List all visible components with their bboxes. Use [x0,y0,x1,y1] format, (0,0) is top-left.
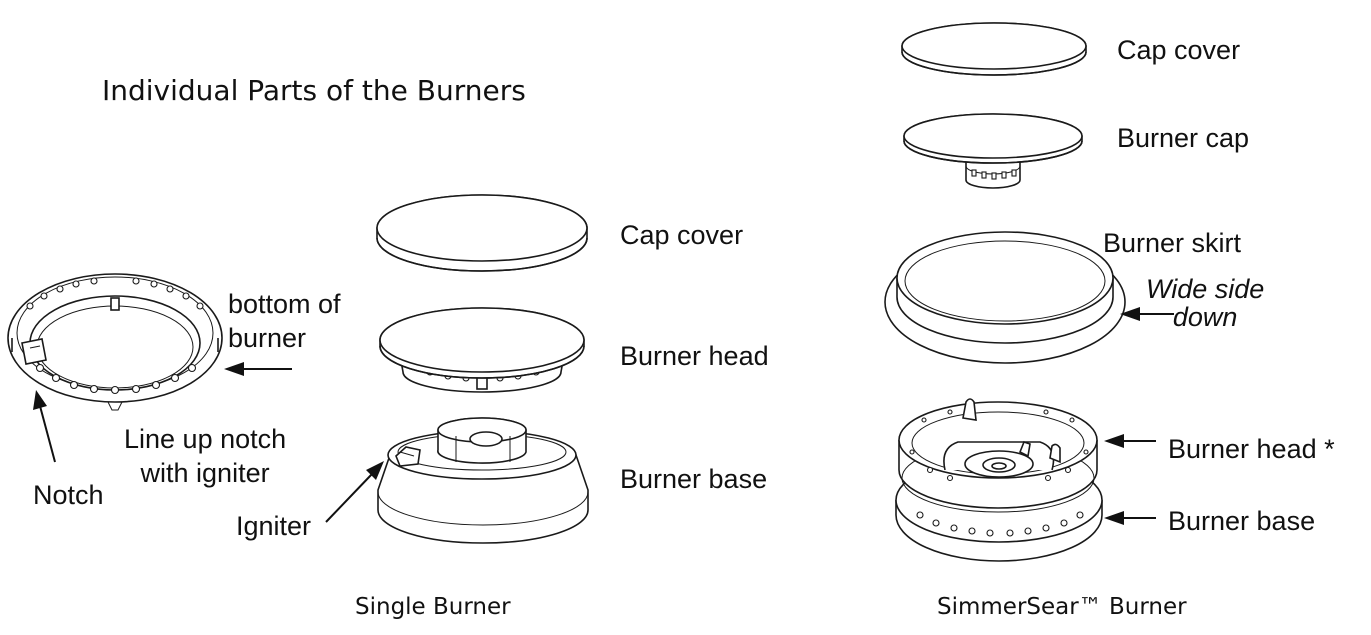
notch-label: Notch [33,480,104,510]
burner-head-underside-drawing [7,273,223,411]
simmer-cap-cover-drawing [901,22,1087,76]
single-burner-base-label: Burner base [620,464,768,494]
simmer-burner-head-drawing [898,398,1098,513]
burner-port-holes [26,277,204,395]
single-cap-cover-label: Cap cover [620,220,744,250]
notch-arrow [33,390,56,463]
igniter-arrow [325,461,384,523]
bottom-of-burner-arrow [224,362,292,376]
single-burner-head-label: Burner head [620,341,769,371]
simmer-burner-skirt-drawing [884,231,1126,364]
diagram-title: Individual Parts of the Burners [102,74,526,107]
simmersear-burner-caption: SimmerSear™ Burner [937,594,1187,620]
bottom-of-burner-label: bottom of burner [228,289,341,353]
igniter-label: Igniter [236,511,312,541]
simmer-burner-head-label: Burner head * [1168,434,1335,464]
simmer-burner-cap-drawing [903,113,1083,189]
simmer-burner-skirt-label: Burner skirt [1103,228,1242,258]
single-burner-head-drawing [379,307,585,393]
simmer-cap-cover-label: Cap cover [1117,35,1241,65]
single-cap-cover-drawing [376,194,588,272]
burner-head-star-arrow [1104,434,1156,448]
wide-side-down-label: Wide side down [1146,274,1265,332]
simmer-burner-base-arrow [1104,511,1156,525]
simmer-burner-base-label: Burner base [1168,506,1316,536]
line-up-notch-label: Line up notch with igniter [124,424,287,488]
simmer-burner-cap-label: Burner cap [1117,123,1250,153]
single-burner-base-drawing [377,417,589,544]
single-burner-caption: Single Burner [355,594,511,620]
wide-side-down-arrow [1120,307,1174,321]
